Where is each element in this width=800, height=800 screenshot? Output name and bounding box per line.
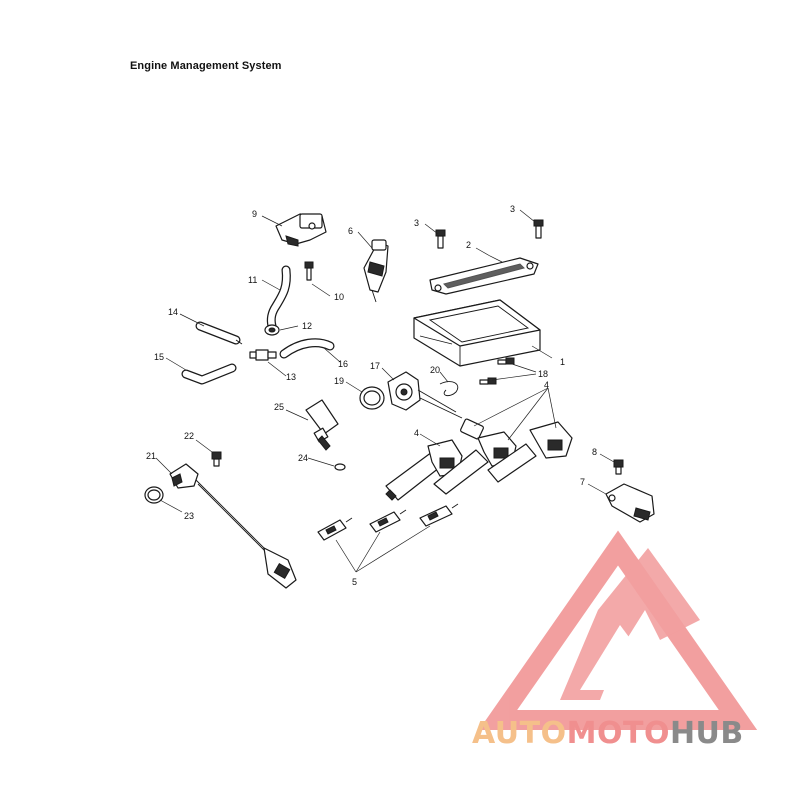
callout-16: 16 (338, 359, 348, 369)
part-harness (419, 397, 484, 440)
callout-9: 9 (252, 209, 257, 219)
callout-14: 14 (168, 307, 178, 317)
part-tee-connector-13 (249, 349, 277, 361)
callout-19: 19 (334, 376, 344, 386)
part-bolt-10 (304, 261, 314, 281)
part-spark-plug-b (369, 509, 407, 533)
leader-lines (155, 209, 615, 573)
callout-10: 10 (334, 292, 344, 302)
callout-11: 11 (248, 275, 257, 285)
part-throttle-body-17 (387, 371, 457, 413)
callout-25: 25 (274, 402, 284, 412)
part-crank-sensor-21 (169, 463, 297, 589)
callout-3b: 3 (510, 204, 515, 214)
callout-4a: 4 (544, 380, 549, 390)
part-clip-20 (439, 381, 459, 397)
part-bolt-8 (613, 459, 624, 475)
part-map-sensor (275, 213, 327, 247)
callout-22: 22 (184, 431, 194, 441)
part-ecm-1 (413, 299, 541, 367)
watermark-text: AUTOMOTOHUB (472, 716, 744, 751)
part-pipe-14 (195, 321, 243, 345)
callout-23: 23 (184, 511, 194, 521)
callout-18: 18 (538, 369, 548, 379)
part-seal-19 (359, 386, 385, 410)
callout-13: 13 (286, 372, 296, 382)
part-o-ring-23 (144, 486, 164, 504)
part-hose-11 (266, 265, 291, 331)
callout-5: 5 (352, 577, 357, 587)
part-temperature-sensor-6 (363, 239, 389, 303)
part-bracket-2 (429, 257, 539, 295)
part-bolt-18b (479, 377, 497, 385)
callout-15: 15 (154, 352, 164, 362)
watermark-auto: AUTO (472, 716, 567, 751)
callout-3a: 3 (414, 218, 419, 228)
part-spark-plug-c (419, 503, 459, 527)
callout-20: 20 (430, 365, 440, 375)
watermark-logo (478, 530, 758, 730)
callout-7: 7 (580, 477, 585, 487)
part-hose-16 (279, 338, 335, 359)
part-bolt-18a (497, 357, 515, 365)
part-ignition-coil-c (487, 421, 573, 483)
watermark-hub: HUB (669, 716, 744, 751)
page-title: Engine Management System (130, 60, 282, 72)
watermark-moto: MOTO (566, 716, 670, 751)
part-bolt-22 (211, 451, 222, 467)
part-sensor-25 (305, 399, 339, 451)
callout-21: 21 (146, 451, 156, 461)
part-spark-plug-a (317, 517, 353, 541)
callout-4b: 4 (414, 428, 419, 438)
part-bolt-3a (435, 229, 446, 249)
callout-1: 1 (560, 357, 565, 367)
callout-numbers: 1 2 3 3 4 4 5 6 7 8 9 10 11 12 13 14 15 … (146, 204, 597, 587)
part-bolt-3b (533, 219, 544, 239)
part-clip-24 (334, 463, 346, 471)
callout-12: 12 (302, 321, 312, 331)
part-clamp-12 (264, 324, 280, 336)
callout-8: 8 (592, 447, 597, 457)
part-pipe-15 (181, 363, 237, 385)
callout-17: 17 (370, 361, 380, 371)
callout-24: 24 (298, 453, 308, 463)
part-cam-sensor-7 (605, 483, 655, 523)
callout-2: 2 (466, 240, 471, 250)
callout-6: 6 (348, 226, 353, 236)
